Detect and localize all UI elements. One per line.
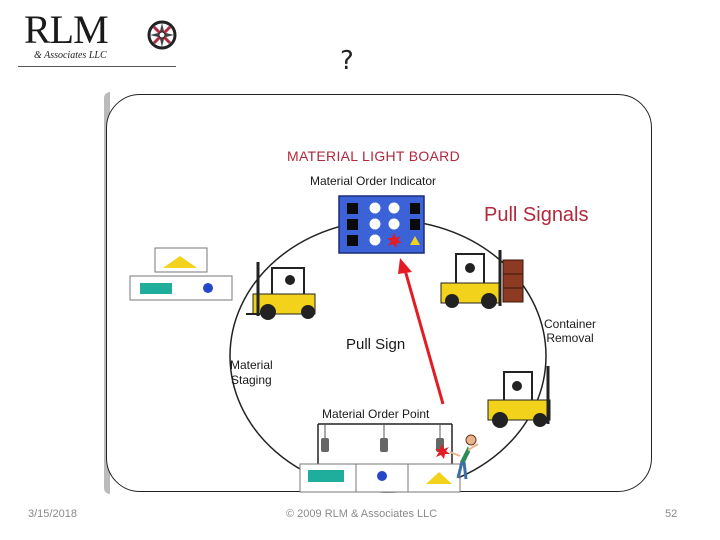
removal-line-1: Container xyxy=(544,317,597,331)
slide-title: ? xyxy=(340,46,354,76)
order-point-label: Material Order Point xyxy=(322,407,430,421)
staging-line-2: Staging xyxy=(230,373,272,387)
footer-date: 3/15/2018 xyxy=(28,508,77,520)
forklift-right-bottom xyxy=(487,366,551,428)
forklift-right-top xyxy=(440,250,524,309)
company-logo: RLM & Associates LLC xyxy=(18,6,178,68)
forklift-left xyxy=(246,262,316,320)
removal-line-2: Removal xyxy=(546,331,594,345)
footer-copyright: © 2009 RLM & Associates LLC xyxy=(286,508,438,520)
footer-page-number: 52 xyxy=(665,508,678,520)
pull-arrow xyxy=(403,269,445,405)
light-board xyxy=(338,195,425,254)
container-removal-label: Container Removal xyxy=(544,317,596,345)
staging-line-1: Material xyxy=(230,358,273,372)
logo-subtitle: & Associates LLC xyxy=(34,50,107,61)
order-indicator-label: Material Order Indicator xyxy=(310,174,437,188)
pull-arrow-head xyxy=(398,258,412,274)
compass-logo-icon xyxy=(147,20,177,50)
bottom-bins xyxy=(299,463,461,493)
light-board-title: MATERIAL LIGHT BOARD xyxy=(287,148,460,164)
worker-figure xyxy=(449,434,479,480)
staging-shelf xyxy=(129,247,233,301)
pull-sign-label: Pull Sign xyxy=(346,336,406,353)
pull-signals-label: Pull Signals xyxy=(484,204,589,226)
material-staging-label: Material Staging xyxy=(230,358,273,388)
logo-wordmark: RLM xyxy=(24,7,109,52)
logo-underline xyxy=(18,66,176,67)
order-point-rack xyxy=(317,423,453,470)
